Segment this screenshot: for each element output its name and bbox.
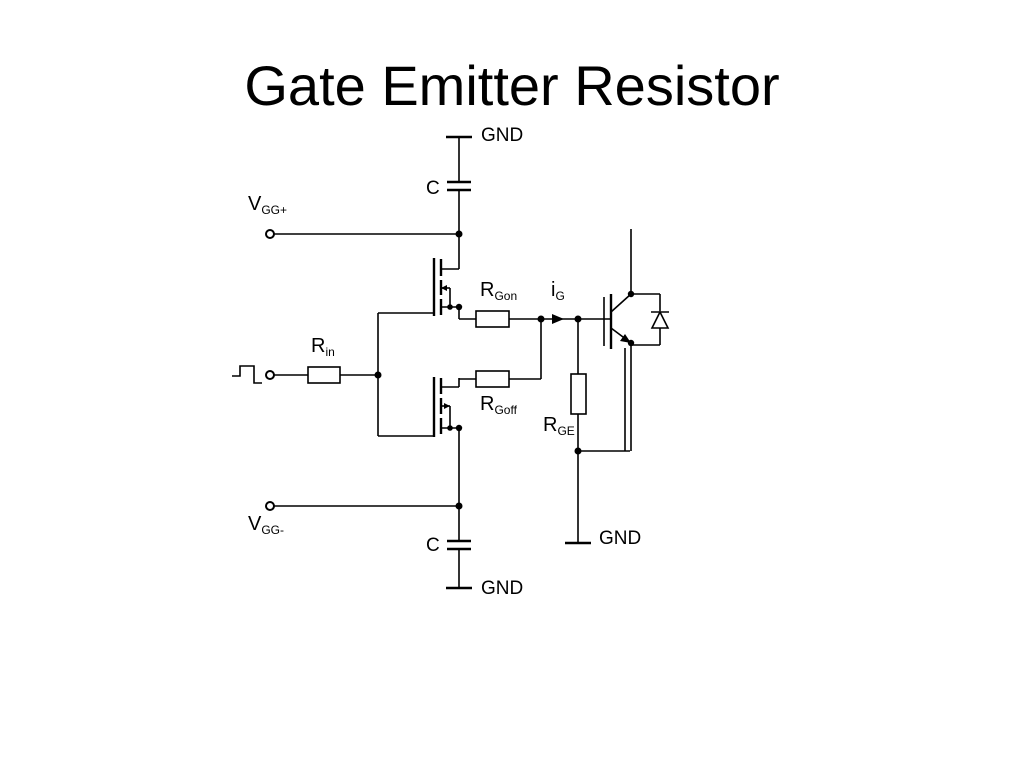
rge-resistor <box>570 373 587 415</box>
input-terminal <box>265 370 275 380</box>
input-pulse-icon <box>232 365 262 384</box>
rin-label: Rin <box>311 335 335 359</box>
gnd-right-label: GND <box>599 528 641 549</box>
ig-label: iG <box>551 279 565 303</box>
top-gnd-symbol <box>446 135 472 181</box>
igbt-symbol <box>603 229 635 451</box>
vgg-plus-label: VGG+ <box>248 193 287 217</box>
upper-mosfet <box>378 258 463 319</box>
c-top-label: C <box>426 178 440 199</box>
c-bottom-label: C <box>426 535 440 556</box>
top-capacitor <box>447 180 471 234</box>
lower-mosfet <box>432 377 463 506</box>
bottom-capacitor <box>447 506 471 588</box>
freewheeling-diode <box>631 293 670 346</box>
junction-rin <box>374 371 382 379</box>
gnd-top-label: GND <box>481 125 523 146</box>
rgon-resistor <box>475 310 510 328</box>
rgoff-label: RGoff <box>480 393 518 417</box>
vgg-minus-label: VGG- <box>248 513 284 537</box>
rin-resistor <box>307 366 341 384</box>
slide-title: Gate Emitter Resistor <box>244 54 780 117</box>
rge-label: RGE <box>543 414 575 438</box>
rgoff-resistor <box>475 370 510 388</box>
vgg-plus-terminal <box>265 229 275 239</box>
ig-arrow <box>552 314 564 324</box>
vgg-minus-terminal <box>265 501 275 511</box>
gnd-bottom-label: GND <box>481 578 523 599</box>
rgon-label: RGon <box>480 279 517 303</box>
